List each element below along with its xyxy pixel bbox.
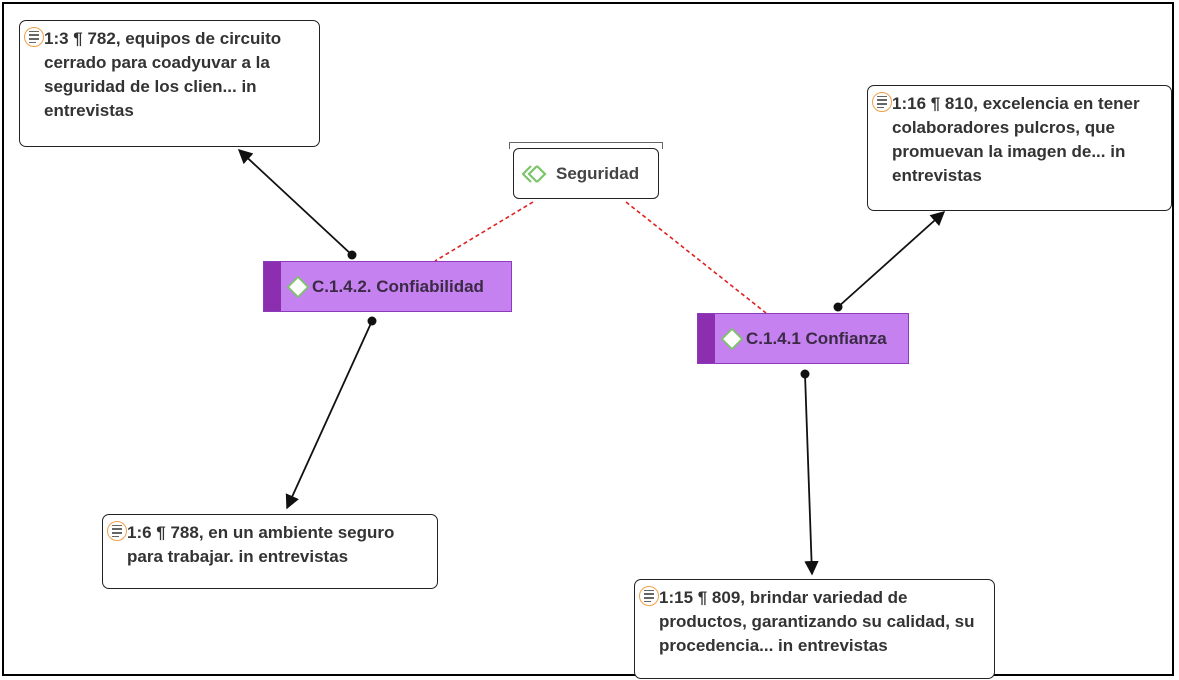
link-confianza-q810 <box>837 211 946 308</box>
link-start-dot <box>367 316 377 326</box>
link-confiabilidad-q788 <box>285 320 373 510</box>
quotation-text: 1:6 ¶ 788, en un ambiente seguro para tr… <box>127 523 395 566</box>
quotation-node-782[interactable]: 1:3 ¶ 782, equipos de circuito cerrado p… <box>19 20 320 147</box>
quotation-text: 1:15 ¶ 809, brindar variedad de producto… <box>659 588 975 655</box>
quotation-node-810[interactable]: 1:16 ¶ 810, excelencia en tener colabora… <box>867 85 1172 211</box>
link-confianza-q809 <box>804 373 819 576</box>
group-link-confiabilidad <box>434 201 534 262</box>
code-group-icon <box>522 164 547 183</box>
code-diamond-icon <box>721 327 743 350</box>
code-node-label: C.1.4.2. Confiabilidad <box>312 276 484 296</box>
code-color-bar <box>698 314 715 363</box>
code-color-bar <box>264 262 281 311</box>
quotation-node-788[interactable]: 1:6 ¶ 788, en un ambiente seguro para tr… <box>102 514 438 589</box>
group-node-label: Seguridad <box>556 163 640 183</box>
code-node-label: C.1.4.1 Confianza <box>746 328 887 348</box>
quotation-text: 1:3 ¶ 782, equipos de circuito cerrado p… <box>44 29 282 120</box>
code-node-confiabilidad[interactable]: C.1.4.2. Confiabilidad <box>263 261 512 312</box>
code-node-confianza[interactable]: C.1.4.1 Confianza <box>697 313 909 364</box>
link-start-dot <box>347 250 357 260</box>
document-quotation-icon <box>107 521 127 541</box>
group-node-seguridad[interactable]: Seguridad <box>513 148 659 199</box>
document-quotation-icon <box>24 27 44 47</box>
group-node-tab <box>509 142 663 149</box>
link-confiabilidad-q782 <box>237 149 353 256</box>
document-quotation-icon <box>872 92 892 112</box>
code-diamond-icon <box>287 275 309 298</box>
link-start-dot <box>833 302 843 312</box>
document-quotation-icon <box>639 586 659 606</box>
link-start-dot <box>800 369 810 379</box>
quotation-node-809[interactable]: 1:15 ¶ 809, brindar variedad de producto… <box>634 579 995 679</box>
quotation-text: 1:16 ¶ 810, excelencia en tener colabora… <box>892 94 1140 185</box>
group-link-confianza <box>625 201 767 314</box>
